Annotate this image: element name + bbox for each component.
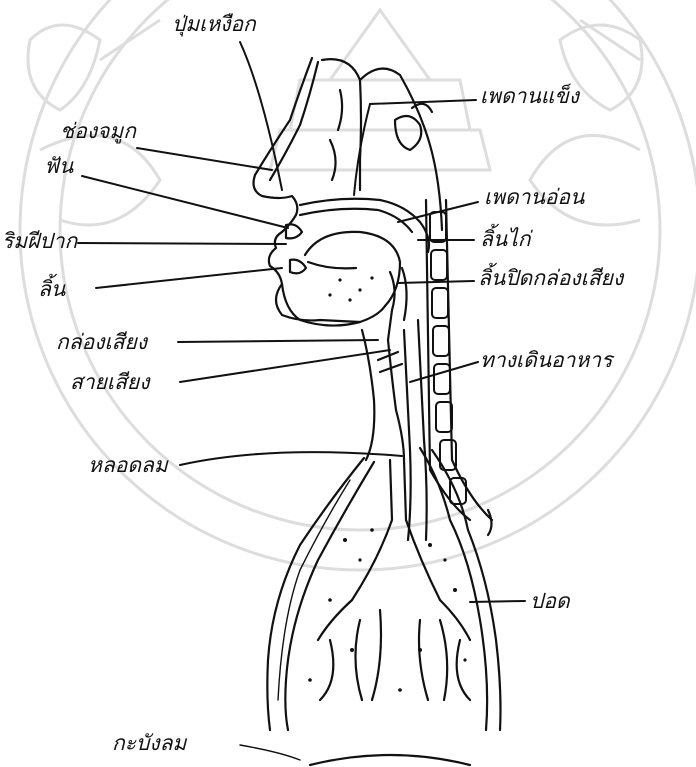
label-vocal-cords: สายเสียง	[70, 372, 149, 393]
label-hard-palate: เพดานแข็ง	[480, 86, 579, 107]
label-lung: ปอด	[530, 591, 570, 612]
label-esophagus: ทางเดินอาหาร	[480, 350, 612, 371]
label-gum-ridge: ปุ่มเหงือก	[172, 14, 256, 35]
label-uvula: ลิ้นไก่	[480, 229, 531, 250]
label-tongue: ลิ้น	[38, 279, 65, 300]
label-teeth: ฟัน	[44, 156, 73, 177]
label-lips: ริมฝีปาก	[2, 231, 77, 252]
label-trachea: หลอดลม	[88, 455, 168, 476]
label-soft-palate: เพดานอ่อน	[484, 187, 584, 208]
label-larynx: กล่องเสียง	[56, 332, 147, 353]
label-nasal-cavity: ช่องจมูก	[60, 121, 136, 142]
label-diaphragm: กะบังลม	[112, 733, 186, 754]
label-epiglottis: ลิ้นปิดกล่องเสียง	[478, 268, 623, 289]
